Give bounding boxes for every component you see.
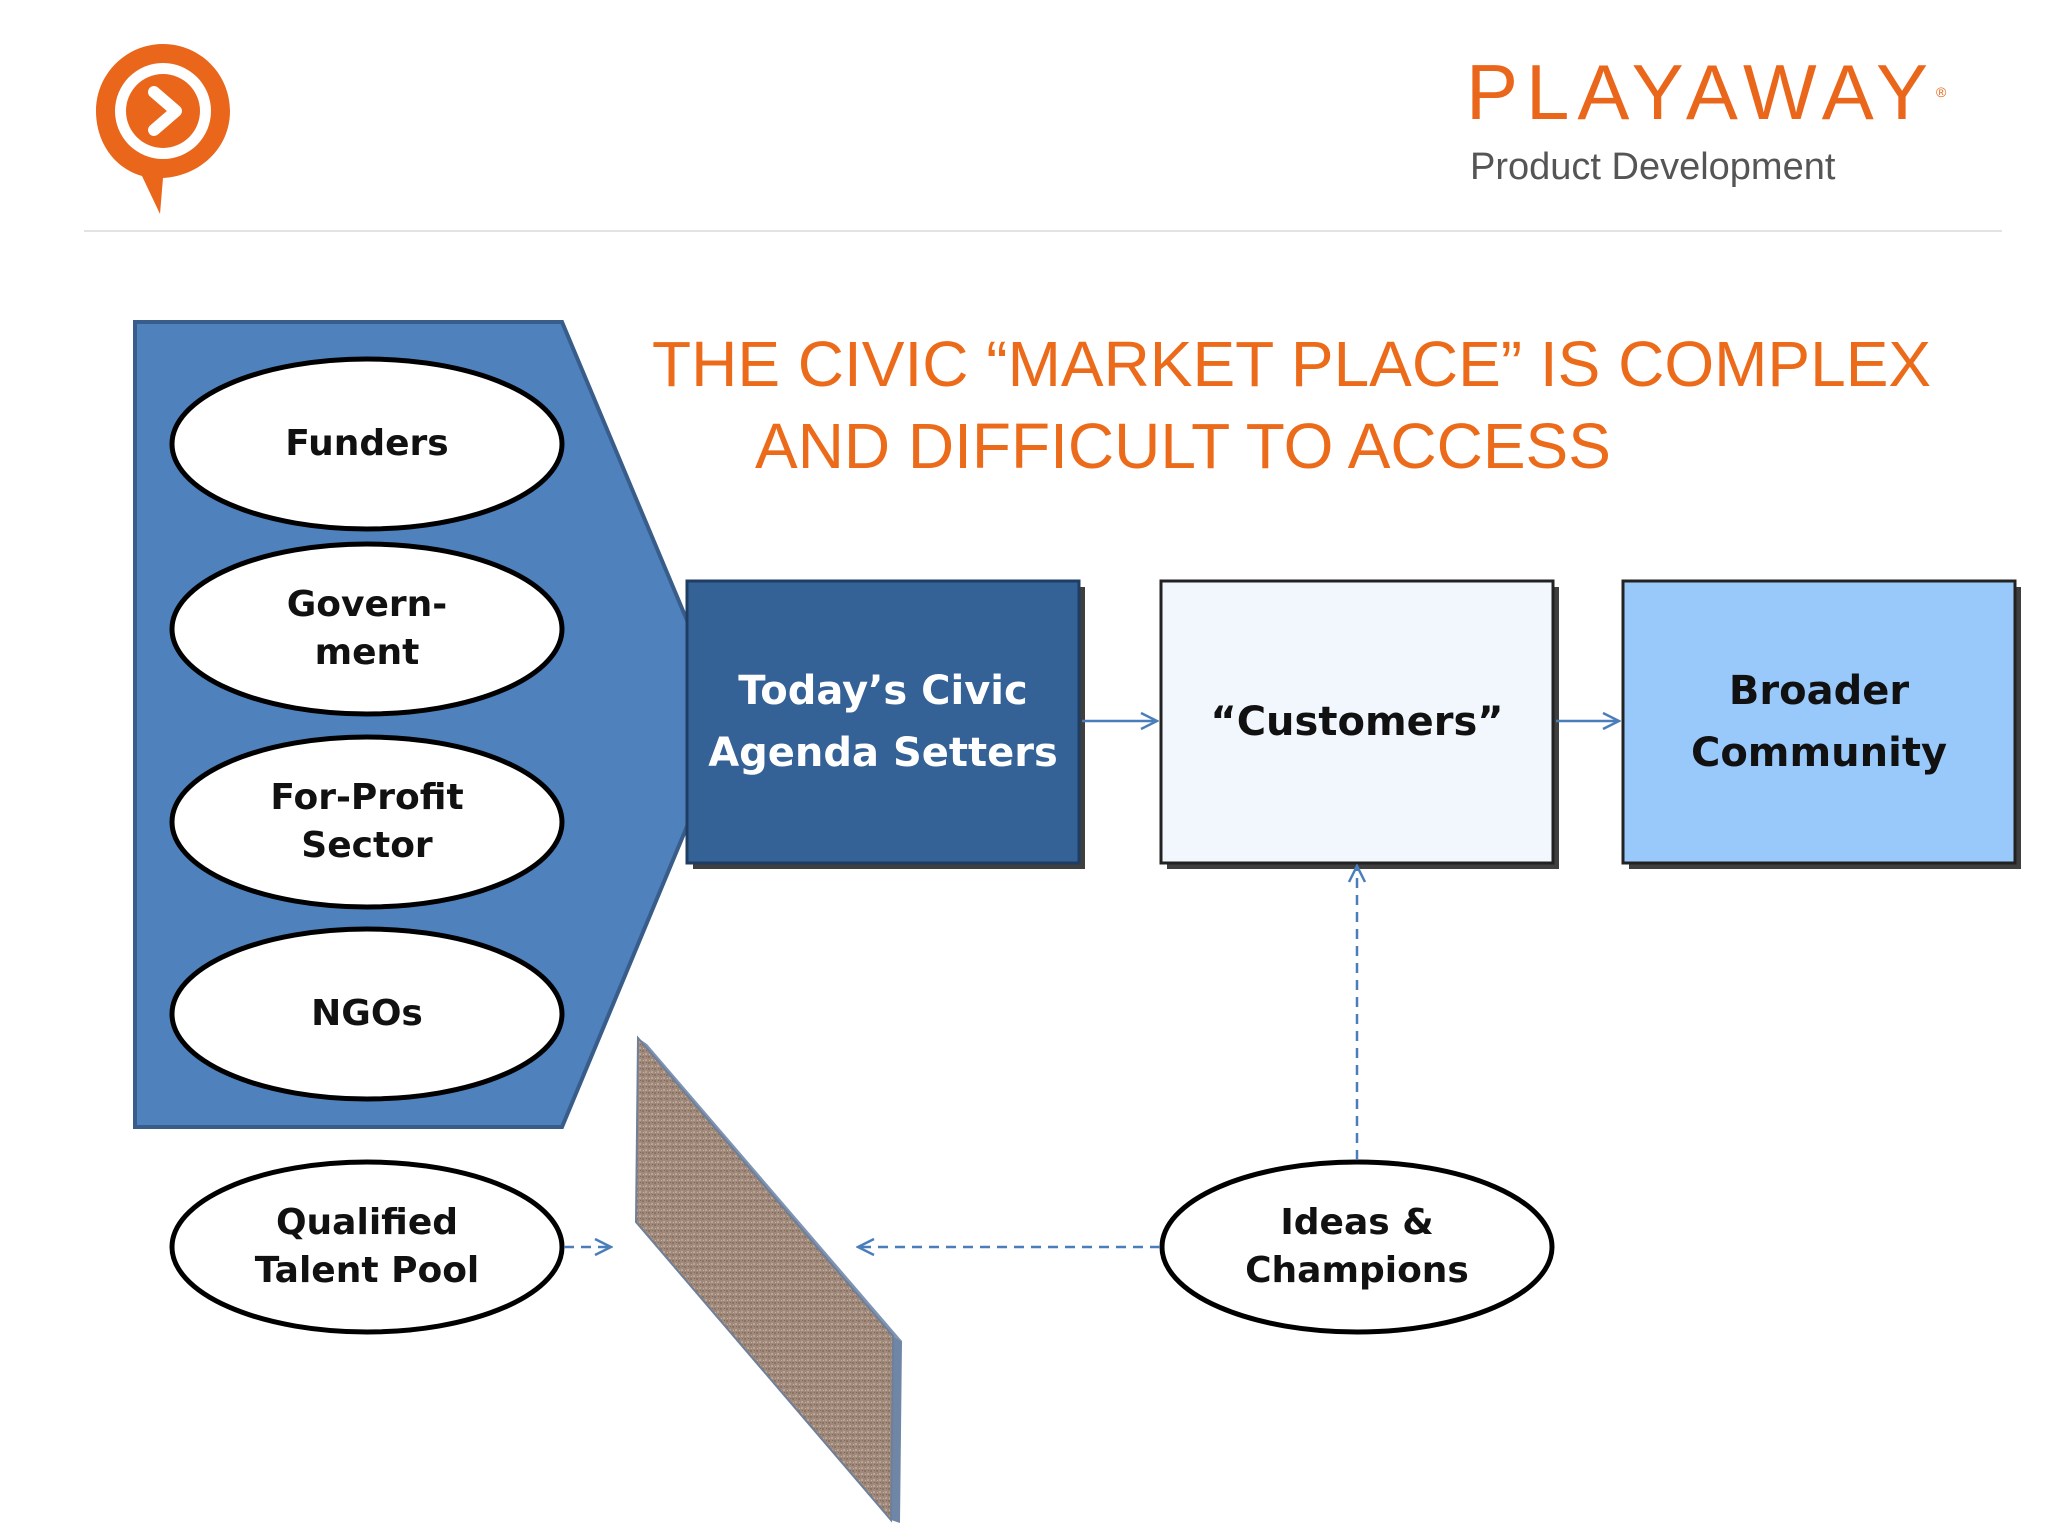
ngos-ellipse xyxy=(169,926,565,1102)
slide-title-line-1: THE CIVIC “MARKET PLACE” IS COMPLEX xyxy=(652,328,1932,400)
agenda-setters-label-line-1: Today’s Civic xyxy=(738,668,1028,714)
talent-pool-ellipse xyxy=(169,1159,565,1335)
playaway-logo-icon xyxy=(96,44,230,214)
broader-community-label-line-1: Broader xyxy=(1728,668,1910,714)
ideas-champions-label-line-2: Champions xyxy=(1245,1250,1469,1291)
ideas-champions-label: Ideas & Champions xyxy=(1162,1187,1552,1307)
slide-title-line-2: AND DIFFICULT TO ACCESS xyxy=(755,410,1611,482)
brand-tagline: Product Development xyxy=(1470,146,1836,188)
funders-label: Funders xyxy=(285,423,449,464)
customers-box xyxy=(1159,579,1555,865)
government-ellipse xyxy=(169,541,565,717)
agenda-setters-label: Today’s Civic Agenda Setters xyxy=(687,581,1079,863)
brand-name: PLAYAWAY® xyxy=(1466,48,1947,136)
ngos-label: NGOs xyxy=(311,993,423,1034)
government-label: Govern- ment xyxy=(172,569,562,689)
government-label-line-1: Govern- xyxy=(286,584,448,625)
ideas-champions-ellipse xyxy=(1159,1159,1555,1335)
broader-community-label-line-2: Community xyxy=(1690,730,1948,776)
talent-pool-label-line-1: Qualified xyxy=(275,1202,459,1243)
barrier-wall-edge xyxy=(891,1336,902,1523)
for-profit-ellipse xyxy=(169,734,565,910)
for-profit-label-line-1: For-Profit xyxy=(270,777,464,818)
for-profit-label: For-Profit Sector xyxy=(172,762,562,882)
for-profit-label-line-2: Sector xyxy=(301,825,433,866)
government-label-line-2: ment xyxy=(314,632,420,673)
brand-block: PLAYAWAY® Product Development xyxy=(1466,52,2016,189)
broader-community-box xyxy=(1621,579,2017,865)
talent-pool-label-line-2: Talent Pool xyxy=(254,1250,480,1291)
agenda-setters-label-line-2: Agenda Setters xyxy=(708,730,1058,776)
agenda-setters-box xyxy=(685,579,1081,865)
broader-community-label: Broader Community xyxy=(1623,581,2015,863)
customers-label: “Customers” xyxy=(1210,699,1504,745)
barrier-wall xyxy=(634,1035,895,1523)
ideas-champions-label-line-1: Ideas & xyxy=(1280,1202,1434,1243)
header-divider xyxy=(84,230,2002,232)
talent-pool-label: Qualified Talent Pool xyxy=(172,1187,562,1307)
funders-ellipse xyxy=(169,356,565,532)
registered-mark: ® xyxy=(1936,84,1947,100)
